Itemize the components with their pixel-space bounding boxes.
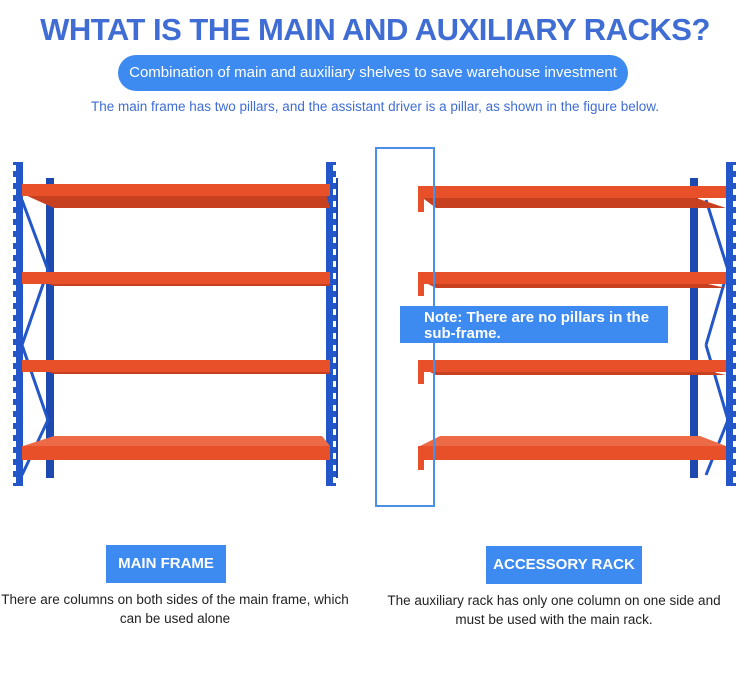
accessory-rack-desc-line2: must be used with the main rack. bbox=[455, 612, 653, 627]
main-frame-rack bbox=[13, 162, 338, 486]
accessory-rack-label: ACCESSORY RACK bbox=[486, 546, 642, 584]
accessory-rack-desc-line1: The auxiliary rack has only one column o… bbox=[387, 593, 721, 608]
page-title: WHTAT IS THE MAIN AND AUXILIARY RACKS? bbox=[40, 12, 710, 47]
accessory-rack-description: The auxiliary rack has only one column o… bbox=[383, 591, 725, 629]
main-frame-description: There are columns on both sides of the m… bbox=[0, 590, 350, 628]
accessory-rack bbox=[418, 162, 736, 486]
main-frame-label: MAIN FRAME bbox=[106, 545, 226, 583]
rack-illustration bbox=[13, 162, 736, 486]
headline-pill: Combination of main and auxiliary shelve… bbox=[118, 55, 628, 91]
note-callout: Note: There are no pillars in the sub-fr… bbox=[400, 306, 668, 343]
main-frame-desc-line1: There are columns on both sides of the m… bbox=[1, 592, 349, 607]
main-frame-desc-line2: can be used alone bbox=[119, 611, 231, 626]
subtitle: The main frame has two pillars, and the … bbox=[90, 99, 660, 114]
